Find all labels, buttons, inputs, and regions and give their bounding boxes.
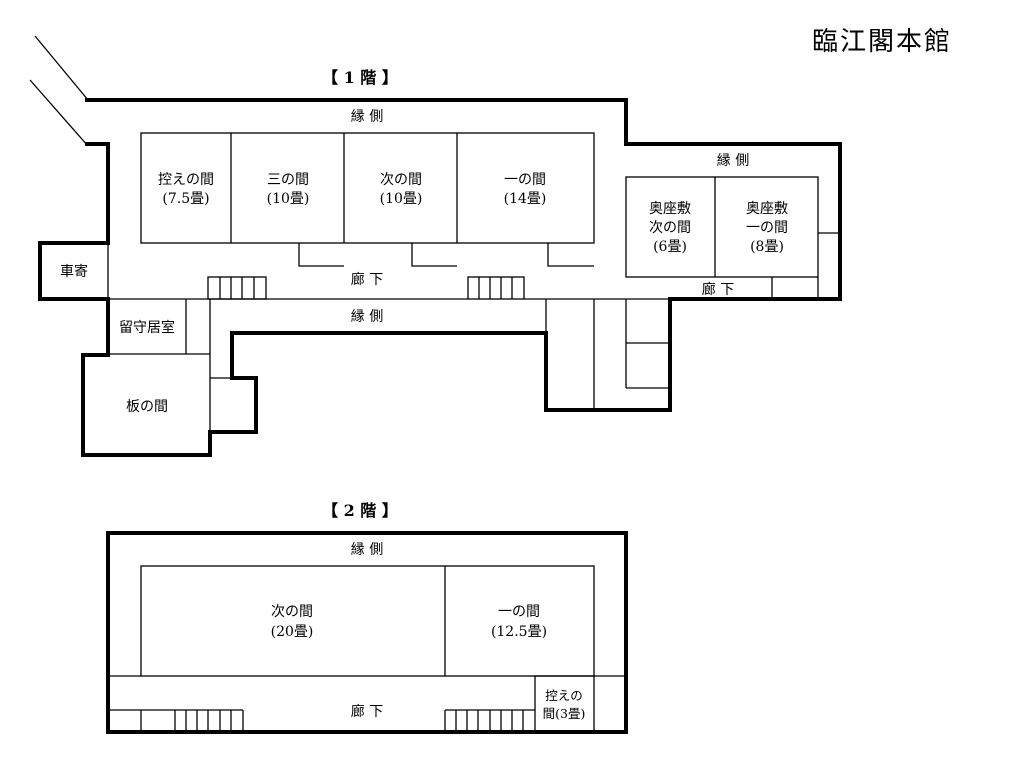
ita-no-ma-label: 板の間	[126, 399, 168, 415]
room-hikae-size: (7.5畳)	[162, 191, 209, 207]
floor2-hikae-line2: 間(3畳)	[543, 706, 586, 721]
floor2-interior-lines	[108, 565, 626, 733]
floor1-engawa-mid: 縁 側	[351, 309, 383, 325]
okuzashiki-tsugi-line1: 奥座敷	[649, 200, 691, 217]
room-ichi-name: 一の間	[504, 172, 546, 188]
floor2-ichi-size: (12.5畳)	[491, 624, 547, 640]
floor1-outer-walls	[38, 98, 842, 457]
room-hikae-name: 控えの間	[158, 172, 214, 188]
okuzashiki-tsugi-size: (6畳)	[653, 239, 687, 255]
floor2-tsugi-name: 次の間	[271, 604, 313, 620]
building-title: 臨江閣本館	[812, 27, 952, 57]
floor1-interior-lines	[107, 132, 840, 432]
floor1-rouka-right: 廊 下	[702, 281, 734, 298]
kuruma-yose-label: 車寄	[60, 263, 88, 280]
rusui-shitsu-label: 留守居室	[119, 319, 175, 336]
okuzashiki-ichi-line2: 一の間	[746, 220, 788, 236]
room-san-size: (10畳)	[267, 191, 310, 207]
okuzashiki-tsugi-line2: 次の間	[649, 220, 691, 236]
floor1-engawa-right: 縁 側	[717, 153, 749, 169]
floor1-engawa-top: 縁 側	[351, 109, 383, 125]
floor2-outer-walls	[106, 531, 628, 734]
room-tsugi-size: (10畳)	[380, 191, 423, 207]
entrance-lines	[29, 35, 89, 147]
floor1-rouka-main: 廊 下	[351, 271, 383, 288]
floor2-label: 【 2 階 】	[322, 501, 398, 520]
room-tsugi-name: 次の間	[380, 172, 422, 188]
floor2-ichi-name: 一の間	[498, 604, 540, 620]
floor2-engawa: 縁 側	[351, 542, 383, 558]
okuzashiki-ichi-size: (8畳)	[750, 239, 784, 255]
floor1-label: 【 1 階 】	[322, 68, 398, 87]
floor2-rouka: 廊 下	[351, 703, 383, 720]
room-san-name: 三の間	[267, 172, 309, 188]
okuzashiki-ichi-line1: 奥座敷	[746, 200, 788, 217]
room-ichi-size: (14畳)	[504, 191, 547, 207]
floor2-hikae-line1: 控えの	[545, 688, 583, 703]
floor2-tsugi-size: (20畳)	[271, 624, 314, 640]
